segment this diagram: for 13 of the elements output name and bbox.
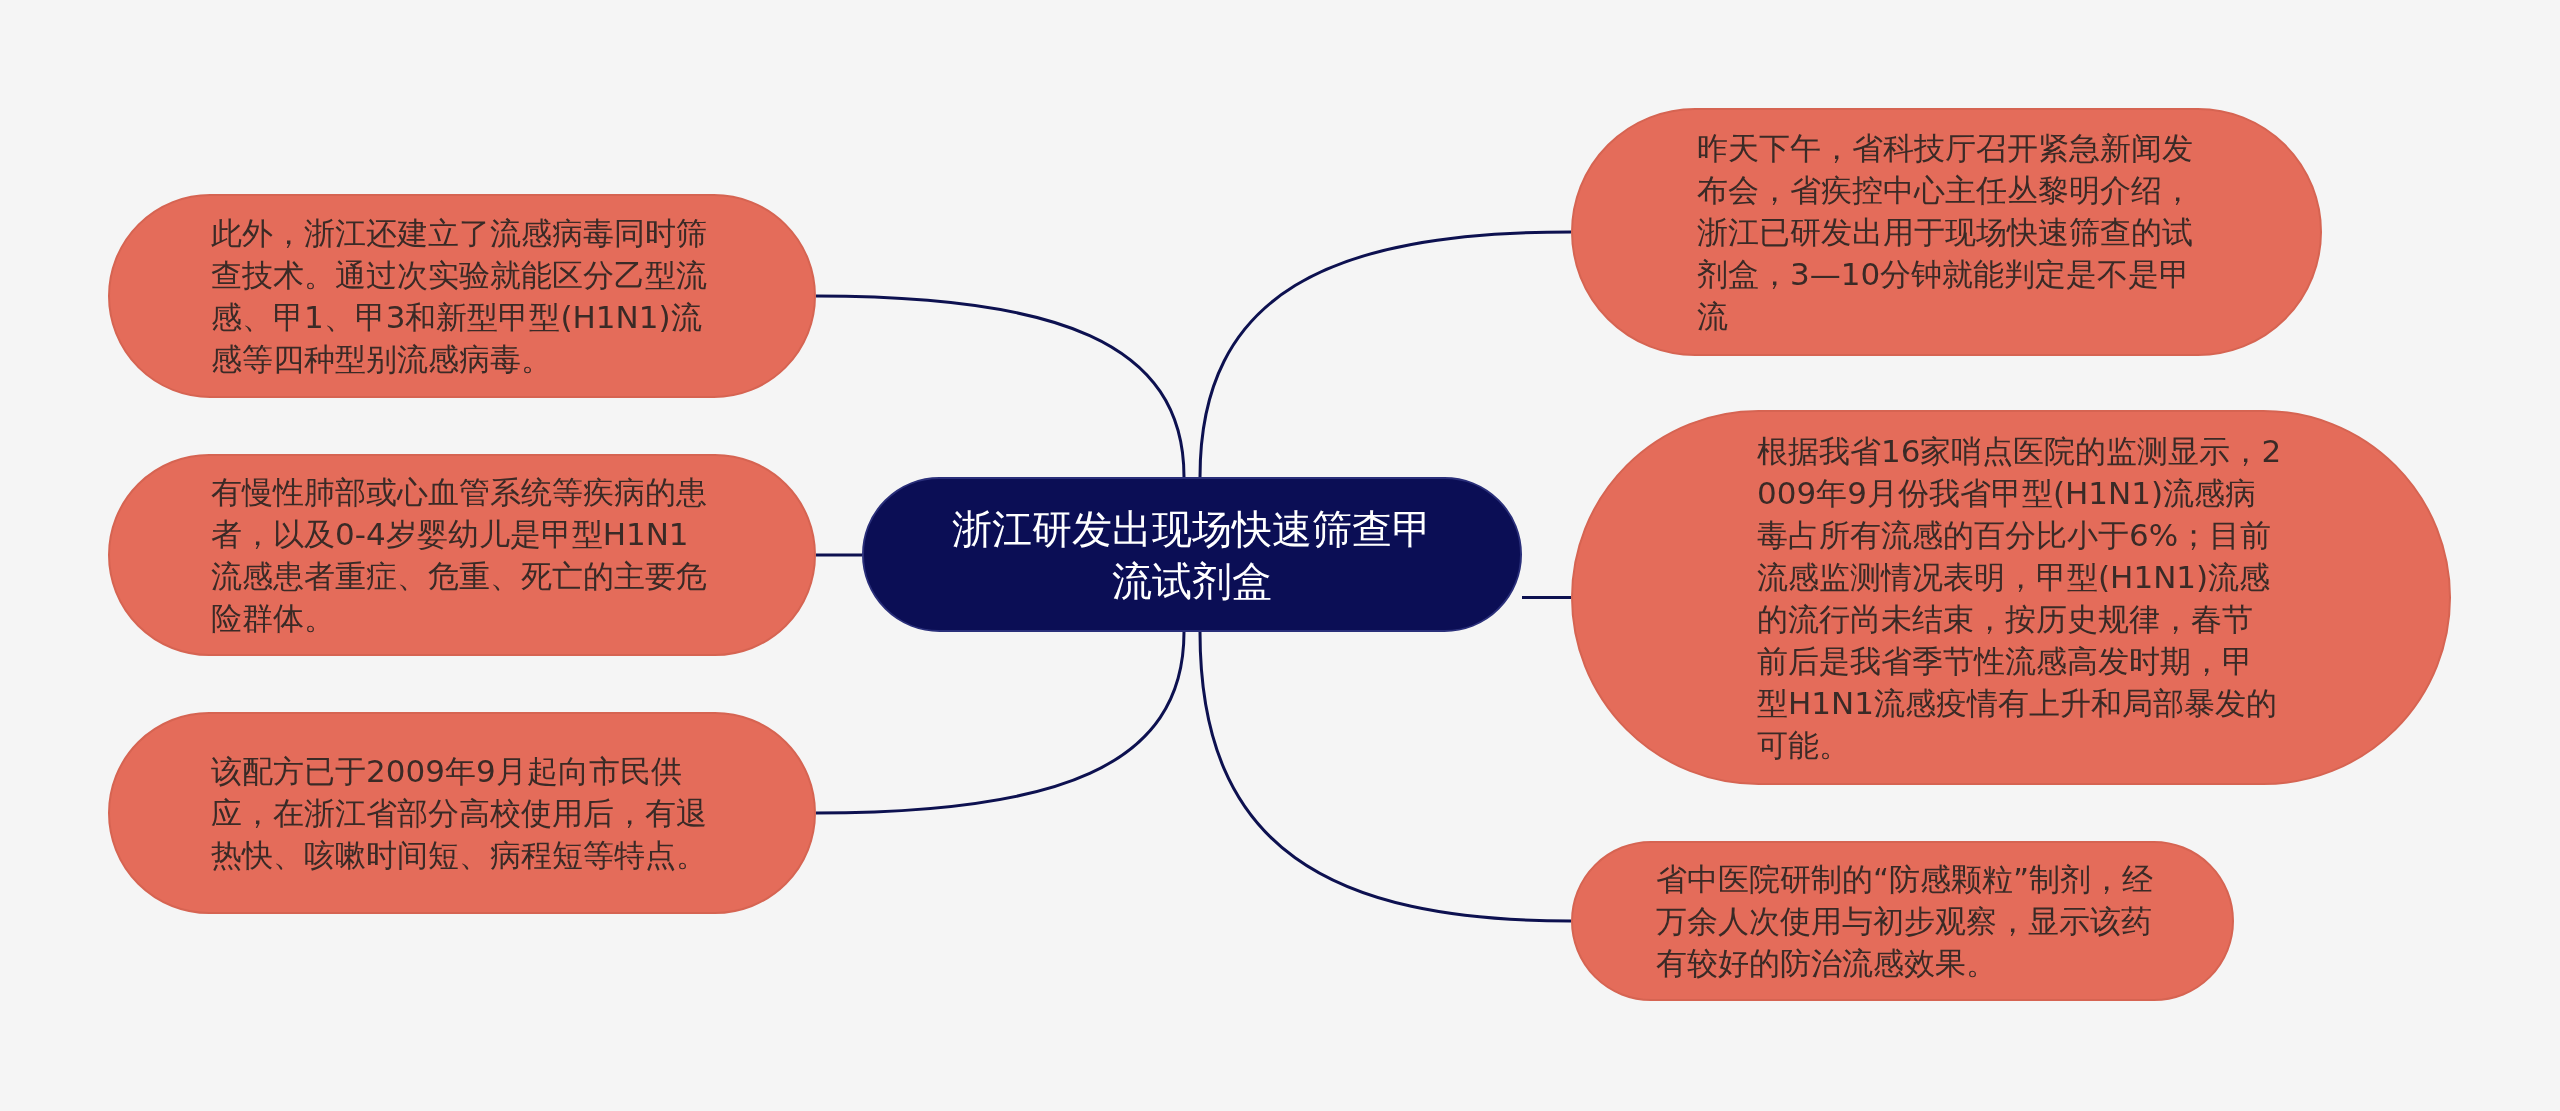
topic-text: 昨天下午，省科技厅召开紧急新闻发布会，省疾控中心主任丛黎明介绍，浙江已研发出用于现场快速筛查的试剂盒，3—10分钟就能判定是不是甲流 — [1697, 129, 2194, 336]
topic-text: 根据我省16家哨点医院的监测显示，2009年9月份我省甲型(H1N1)流感病毒占所有流感的百分比小于6%；目前流感监测情况表明，甲型(H1N1)流感的流行尚未结束，按历史规律，春节前后是我省季节性流感高发时期，甲型H1N1流感疫情有上升和局部暴发的可能。 — [1757, 431, 2282, 765]
topic-text: 省中医院研制的“防感颗粒”制剂，经万余人次使用与初步观察，显示该药有较好的防治流感效果。 — [1656, 860, 2155, 983]
topic-text: 有慢性肺部或心血管系统等疾病的患者，以及0-4岁婴幼儿是甲型H1N1流感患者重症、危重、死亡的主要危险群体。 — [211, 473, 708, 638]
connector-curve — [1198, 230, 1572, 478]
connector-curve — [815, 294, 1186, 478]
topic-text: 该配方已于2009年9月起向市民供应，在浙江省部分高校使用后，有退热快、咳嗽时间短、病程短等特点。 — [211, 752, 708, 875]
connector-curve — [1198, 631, 1572, 923]
connector-curve — [816, 553, 862, 557]
connector-curve — [815, 631, 1186, 815]
connector-curve — [1522, 596, 1571, 599]
topic-title: 浙江研发出现场快速筛查甲流试剂盒 — [951, 504, 1433, 606]
topic-text: 此外，浙江还建立了流感病毒同时筛查技术。通过次实验就能区分乙型流感、甲1、甲3和新型甲型(H1N1)流感等四种型别流感病毒。 — [211, 214, 708, 379]
